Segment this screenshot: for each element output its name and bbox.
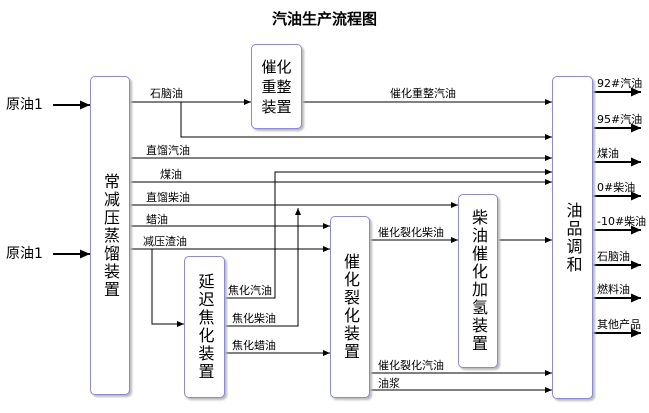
unit-label: 油品调和 bbox=[563, 201, 583, 274]
product-label: 煤油 bbox=[597, 147, 619, 160]
stream-label-straight-gasoline: 直馏汽油 bbox=[146, 144, 190, 157]
stream-label-reformed-gasoline: 催化重整汽油 bbox=[390, 87, 456, 100]
unit-label: 柴油催化加氢装置 bbox=[469, 209, 488, 353]
crude-input-top: 原油1 bbox=[6, 97, 43, 113]
unit-label: 延迟焦化装置 bbox=[195, 273, 215, 381]
page-title: 汽油生产流程图 bbox=[271, 10, 377, 28]
stream-label-wax-oil: 蜡油 bbox=[146, 213, 168, 226]
stream-label-straight-diesel: 直馏柴油 bbox=[146, 191, 190, 204]
stream-label-cracked-gasoline: 催化裂化汽油 bbox=[378, 359, 444, 372]
catalytic-cracking-unit: 催化裂化装置 bbox=[330, 216, 370, 398]
residue-to-coker-line bbox=[151, 249, 184, 327]
product-label: -10#柴油 bbox=[597, 215, 647, 228]
stream-label-naphtha: 石脑油 bbox=[150, 87, 183, 100]
product-label: 0#柴油 bbox=[597, 181, 636, 194]
naphtha-bypass-line bbox=[180, 102, 552, 140]
product-label: 95#汽油 bbox=[597, 113, 643, 126]
product-label: 其他产品 bbox=[597, 318, 641, 331]
product-label: 石脑油 bbox=[597, 250, 630, 263]
coker-gasoline-line bbox=[225, 169, 552, 299]
delayed-coking-unit: 延迟焦化装置 bbox=[184, 256, 225, 398]
catalytic-reforming-unit: 催化 重整 装置 bbox=[251, 44, 302, 129]
unit-label: 催化 重整 装置 bbox=[261, 57, 292, 116]
unit-label: 常减压蒸馏装置 bbox=[101, 172, 120, 299]
oil-blending-unit: 油品调和 bbox=[552, 76, 593, 399]
stream-label-vacuum-residue: 减压渣油 bbox=[143, 235, 187, 248]
stream-label-coker-gasoline: 焦化汽油 bbox=[228, 284, 272, 297]
stream-label-slurry-oil: 油浆 bbox=[378, 377, 400, 390]
stream-label-cracked-diesel: 催化裂化柴油 bbox=[378, 226, 444, 239]
stream-label-kerosene: 煤油 bbox=[160, 168, 182, 181]
product-label: 92#汽油 bbox=[597, 77, 643, 90]
atmospheric-vacuum-unit: 常减压蒸馏装置 bbox=[90, 76, 130, 395]
crude-input-bottom: 原油1 bbox=[6, 246, 43, 262]
diesel-hydrotreating-unit: 柴油催化加氢装置 bbox=[458, 194, 498, 368]
coker-diesel-line bbox=[225, 208, 301, 327]
stream-label-coker-diesel: 焦化柴油 bbox=[232, 312, 276, 325]
product-label: 燃料油 bbox=[597, 283, 630, 296]
stream-label-coker-wax: 焦化蜡油 bbox=[232, 339, 276, 352]
unit-label: 催化裂化装置 bbox=[341, 253, 360, 361]
